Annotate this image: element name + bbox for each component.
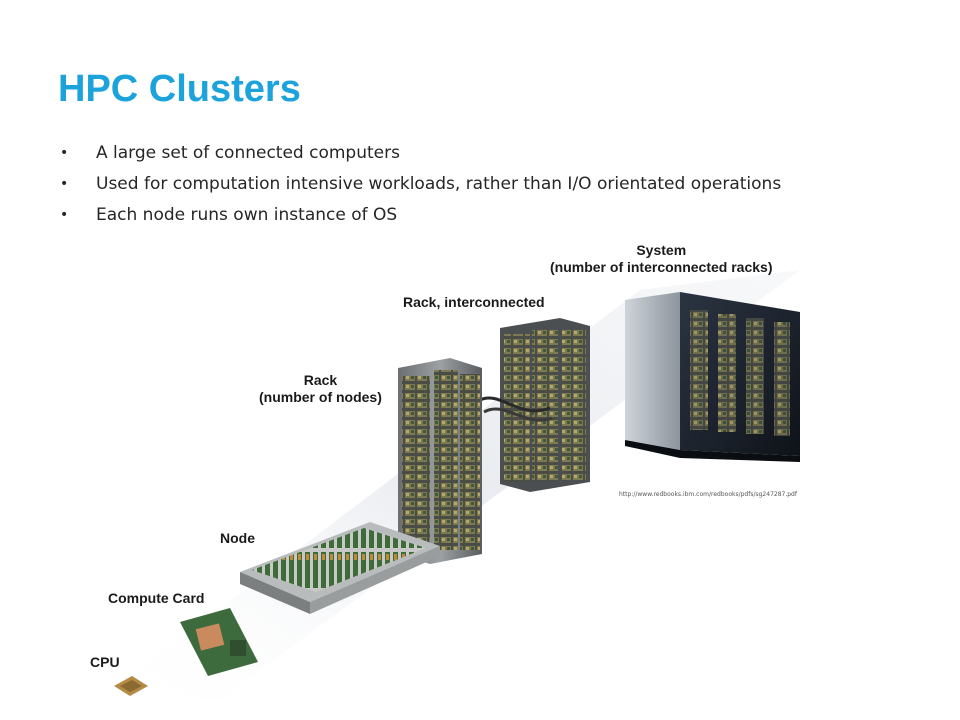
hpc-hierarchy-figure: System (number of interconnected racks) … [80,230,820,710]
bullet-text: A large set of connected computers [96,143,400,163]
label-system-title: System [636,242,687,258]
label-node: Node [220,530,255,546]
node-image [240,522,440,614]
bullet-icon: • [60,145,69,161]
hpc-hierarchy-illustration [100,270,800,700]
label-rack-interconnected: Rack, interconnected [403,294,545,310]
cpu-chip-image [114,676,148,696]
label-rack-title: Rack [303,372,338,388]
bullet-text: Used for computation intensive workloads… [96,174,782,194]
label-system-subtitle: (number of interconnected racks) [550,259,773,275]
slide-title: HPC Clusters [58,68,301,110]
system-racks-image [625,292,800,462]
compute-card-image [180,608,258,676]
label-rack: Rack (number of nodes) [259,372,382,406]
bullet-list: • A large set of connected computers • U… [60,140,781,233]
bullet-icon: • [60,207,69,223]
bullet-icon: • [60,176,69,192]
label-cpu: CPU [90,654,120,670]
label-rack-subtitle: (number of nodes) [259,389,382,405]
source-url: http://www.redbooks.ibm.com/redbooks/pdf… [619,491,797,498]
bullet-item: • Used for computation intensive workloa… [60,171,781,202]
interconnected-rack-image [479,318,590,492]
bullet-item: • Each node runs own instance of OS [60,202,781,233]
bullet-item: • A large set of connected computers [60,140,781,171]
rack-image [398,358,482,564]
label-compute-card: Compute Card [108,590,205,606]
label-system: System (number of interconnected racks) [550,242,773,276]
bullet-text: Each node runs own instance of OS [96,205,398,225]
